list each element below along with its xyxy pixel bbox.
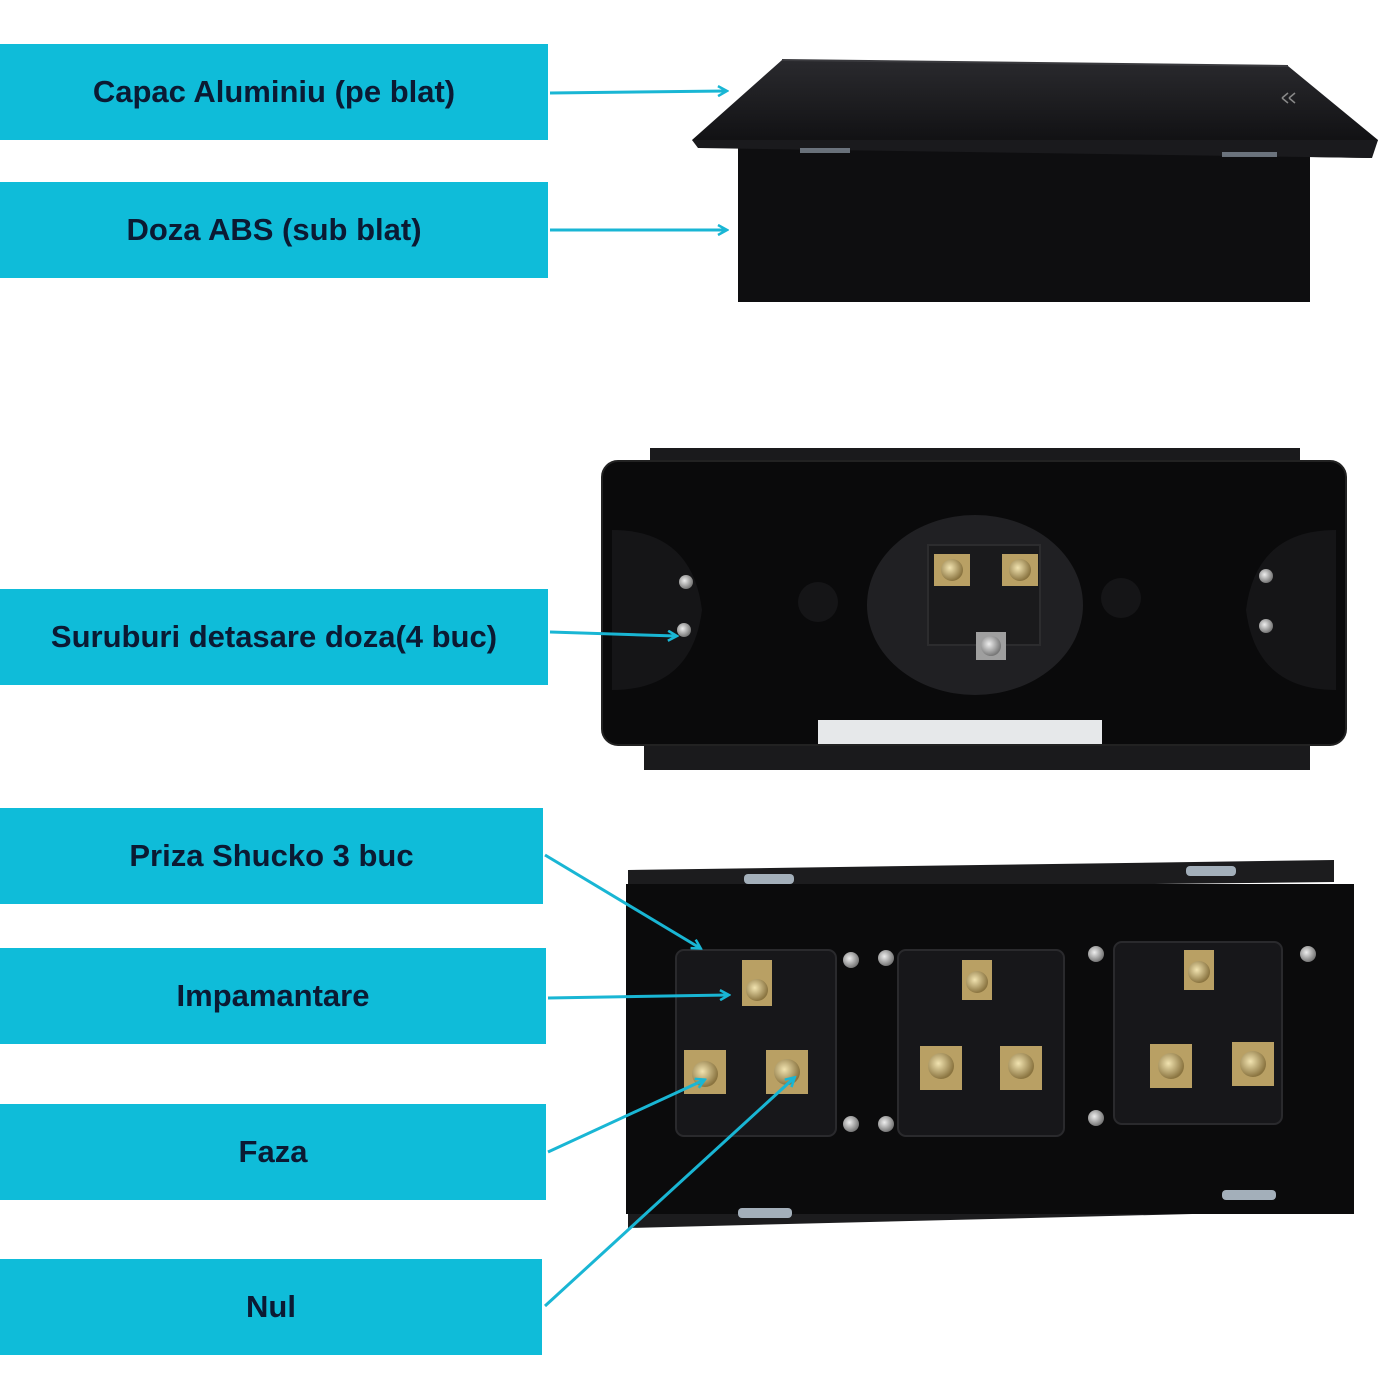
socket-module-2 — [878, 949, 1065, 1137]
label-nul-text: Nul — [246, 1289, 296, 1324]
label-nul: Nul — [0, 1259, 542, 1355]
socket-panel-icon — [626, 860, 1354, 1228]
arrow-capac — [549, 91, 726, 93]
arrows — [543, 91, 794, 1308]
label-impamantare-text: Impamantare — [176, 978, 370, 1013]
arrow-impamantare — [547, 995, 728, 998]
label-impamantare: Impamantare — [0, 948, 546, 1044]
socket-module-1 — [675, 949, 859, 1137]
arrow-faza — [547, 1080, 704, 1154]
arrow-suruburi — [549, 632, 676, 636]
label-doza-text: Doza ABS (sub blat) — [126, 212, 422, 247]
label-faza: Faza — [0, 1104, 546, 1200]
closed-box-icon — [692, 59, 1378, 302]
label-priza-text: Priza Shucko 3 buc — [129, 838, 414, 873]
abs-box-icon — [601, 448, 1347, 770]
label-faza-text: Faza — [238, 1134, 308, 1169]
label-priza-shucko: Priza Shucko 3 buc — [0, 808, 543, 904]
label-suruburi-text: Suruburi detasare doza(4 buc) — [50, 619, 498, 654]
label-suruburi: Suruburi detasare doza(4 buc) — [0, 589, 548, 685]
socket-module-3 — [1088, 941, 1316, 1126]
label-capac-aluminiu: Capac Aluminiu (pe blat) — [0, 44, 548, 140]
label-capac-text: Capac Aluminiu (pe blat) — [92, 74, 456, 109]
arrow-priza — [544, 853, 700, 948]
label-doza-abs: Doza ABS (sub blat) — [0, 182, 548, 278]
arrow-nul — [543, 1078, 794, 1308]
